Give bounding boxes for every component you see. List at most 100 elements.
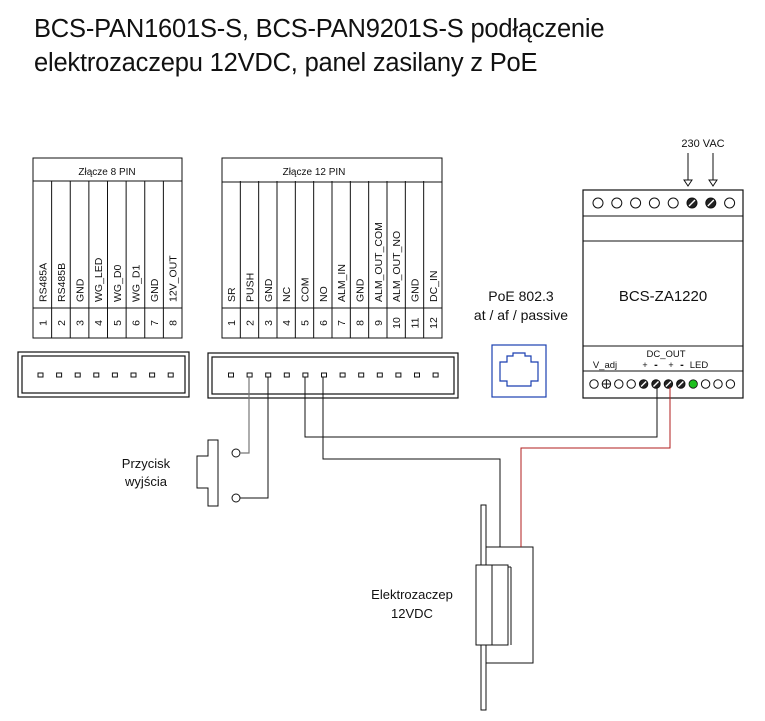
connector-pin — [37, 372, 44, 378]
pin-number: 3 — [263, 320, 275, 326]
title-line-1: BCS-PAN1601S-S, BCS-PAN9201S-S podłączen… — [34, 15, 605, 43]
pin-number: 11 — [410, 317, 422, 328]
screw-terminal — [589, 379, 599, 389]
screw-terminal — [667, 197, 679, 209]
button-contact-2 — [231, 493, 241, 503]
pin-number: 6 — [130, 320, 142, 326]
pin-number: 7 — [336, 320, 348, 326]
connector-pin — [111, 372, 118, 378]
exit-button-symbol: Przycisk wyjścia — [122, 439, 241, 507]
pin-label: WG_LED — [93, 257, 105, 302]
screw-terminal — [611, 197, 623, 209]
pin-label: GND — [263, 278, 275, 302]
connector-pin — [93, 372, 100, 378]
title-line-2: elektrozaczepu 12VDC, panel zasilany z P… — [34, 49, 538, 77]
screw-terminal — [592, 197, 604, 209]
pin-label: NC — [281, 286, 293, 302]
connector-pin — [395, 372, 402, 378]
screw-terminal — [700, 379, 711, 389]
ac-input-label: 230 VAC — [681, 138, 724, 150]
exit-button-label-line-2: wyjścia — [124, 474, 168, 489]
pin-number: 3 — [75, 320, 87, 326]
power-supply-unit: 230 VAC BCS-ZA1220 DC_OUT V_adj + - + - … — [582, 138, 744, 399]
electric-strike-symbol: Elektrozaczep 12VDC — [371, 504, 534, 711]
pin-label: PUSH — [245, 273, 257, 302]
diagram-title: BCS-PAN1601S-S, BCS-PAN9201S-S podłączen… — [34, 12, 605, 80]
pin-number: 8 — [168, 320, 180, 326]
pin-label: ALM_OUT_NO — [391, 231, 403, 302]
voltage-adjust-icon[interactable] — [601, 379, 612, 389]
lock-label-line-2: 12VDC — [391, 606, 433, 621]
dc-out-label: DC_OUT — [646, 349, 685, 360]
led-indicator — [688, 379, 698, 389]
screw-terminal — [725, 379, 736, 389]
connector-pin — [265, 372, 272, 378]
screw-terminal — [626, 379, 636, 389]
pin-label: ALM_IN — [336, 264, 348, 302]
pin-label: WG_D0 — [112, 265, 124, 303]
exit-button-label-line-1: Przycisk — [122, 456, 171, 471]
pin-label: RS485A — [37, 263, 49, 302]
poe-block: PoE 802.3 at / af / passive — [474, 288, 568, 398]
button-contact-1 — [231, 448, 241, 458]
psu-model-label: BCS-ZA1220 — [619, 288, 707, 305]
polarity-minus-1: - — [654, 359, 658, 371]
screw-terminal — [651, 379, 661, 389]
pin-number: 7 — [149, 320, 161, 326]
connector-pin — [376, 372, 383, 378]
pin-label: GND — [410, 278, 422, 302]
pin-number: 2 — [56, 320, 68, 326]
screw-terminal — [614, 379, 624, 389]
connector-pin — [56, 372, 63, 378]
rj45-port-icon[interactable] — [491, 344, 547, 398]
pin-number: 4 — [93, 320, 105, 326]
wire-push-to-button — [240, 377, 250, 454]
connector-pin — [246, 372, 253, 378]
connector-pin — [283, 372, 290, 378]
wire-com-to-psu-negative — [304, 377, 658, 438]
poe-label-line-2: at / af / passive — [474, 307, 568, 323]
wire-psu-positive-to-lock — [520, 387, 671, 547]
led-label: LED — [690, 360, 709, 371]
connector-pin — [130, 372, 137, 378]
screw-terminal — [630, 197, 642, 209]
pin-number: 1 — [226, 320, 238, 326]
connector-pin — [74, 372, 81, 378]
connector-12pin-header: Złącze 12 PIN — [283, 167, 346, 178]
pin-label: NO — [318, 286, 330, 302]
screw-terminal — [648, 197, 660, 209]
connector-pin — [302, 372, 309, 378]
polarity-plus-1: + — [642, 360, 647, 370]
pin-number: 6 — [318, 320, 330, 326]
screw-terminal — [686, 197, 698, 209]
pin-number: 12 — [428, 317, 440, 329]
wire-no-to-lock — [322, 377, 501, 547]
connector-pin — [167, 372, 174, 378]
pin-label: SR — [226, 287, 238, 302]
connector-12pin-table: Złącze 12 PIN SR1PUSH2GND3NC4COM5NO6ALM_… — [221, 157, 443, 339]
screw-terminal — [724, 197, 736, 209]
pin-label: RS485B — [56, 263, 68, 302]
lock-label-line-1: Elektrozaczep — [371, 587, 453, 602]
connector-pin — [228, 372, 234, 378]
connector-pin — [321, 372, 327, 378]
screw-terminal — [676, 379, 686, 389]
screw-terminal — [705, 197, 717, 209]
connector-pin — [432, 372, 439, 378]
wire-gnd-to-button — [240, 377, 269, 499]
connector-pin — [358, 372, 365, 378]
poe-label-line-1: PoE 802.3 — [488, 288, 554, 304]
connector-pin — [414, 372, 420, 378]
pin-number: 9 — [373, 320, 385, 326]
pin-number: 8 — [355, 320, 367, 326]
polarity-minus-2: - — [680, 359, 684, 371]
pin-number: 5 — [112, 320, 124, 326]
connector-8pin-header: Złącze 8 PIN — [78, 167, 135, 178]
pin-number: 1 — [37, 320, 49, 326]
screw-terminal — [638, 379, 649, 389]
pin-label: GND — [75, 278, 87, 302]
ac-arrow-icon — [683, 153, 693, 187]
pin-number: 4 — [281, 320, 293, 326]
v-adj-label: V_adj — [593, 360, 617, 371]
